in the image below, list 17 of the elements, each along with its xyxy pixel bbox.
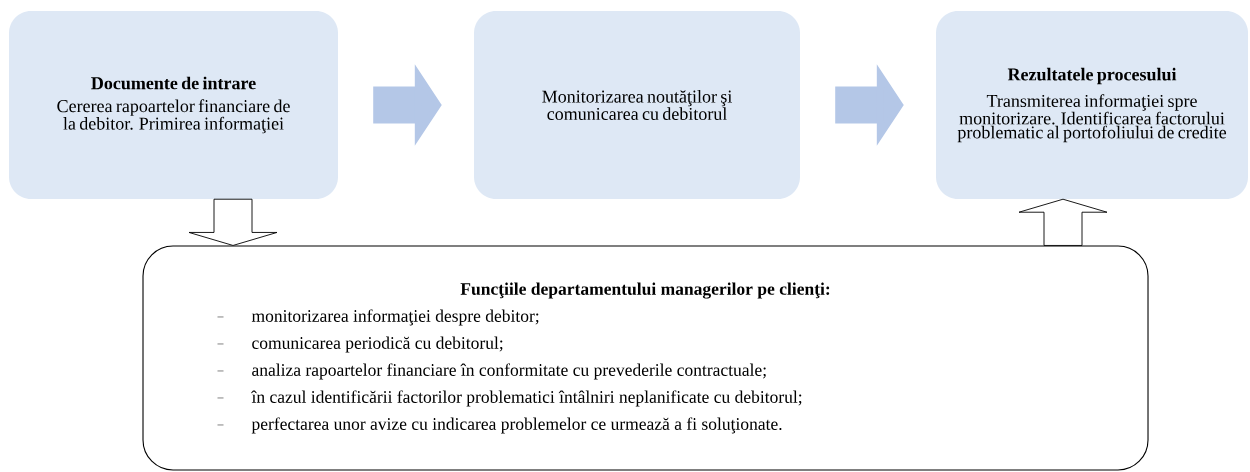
list-heading: Funcţiile departamentului managerilor pe clienţi: xyxy=(460,282,830,299)
box-heading: Documente de intrare xyxy=(91,76,256,90)
process-box xyxy=(9,11,338,199)
list-item: comunicarea periodică cu debitorul; xyxy=(217,336,503,353)
box-heading: Rezultatele procesului xyxy=(1007,67,1177,85)
hollow-arrow xyxy=(188,198,278,246)
box-text: Monitorizarea noutăţilor şi comunicarea cu debitorul xyxy=(542,90,732,120)
list-box xyxy=(142,245,1149,471)
hollow-arrow xyxy=(1018,198,1108,246)
box-text: Cererea rapoartelor financiare de la debitor. Primirea informaţiei xyxy=(57,99,290,134)
list-item: monitorizarea informaţiei despre debitor; xyxy=(217,309,539,326)
process-box xyxy=(936,11,1248,199)
list-item: în cazul identificării factorilor problematici întâlniri neplanificate cu debitorul; xyxy=(217,390,802,407)
process-box xyxy=(474,11,800,199)
list-item: analiza rapoartelor financiare în conformitate cu prevederile contractuale; xyxy=(217,363,766,380)
box-text: Transmiterea informaţiei spre monitorizare. Identificarea factorului problematic al portofoliului de credite xyxy=(957,94,1227,143)
list-item: perfectarea unor avize cu indicarea problemelor ce urmează a fi soluţionate. xyxy=(217,417,782,434)
